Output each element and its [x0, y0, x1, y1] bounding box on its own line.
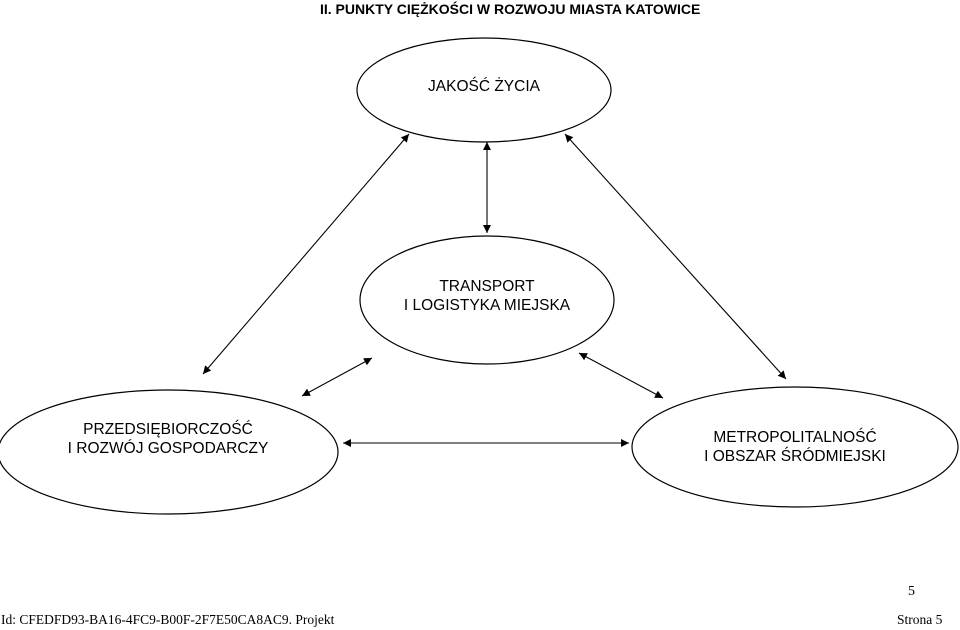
arrow-quality-metro: [564, 133, 787, 380]
footer-page-label: Strona 5: [897, 612, 943, 627]
arrow-quality-enterprise: [202, 133, 410, 375]
label-enterprise: PRZEDSIĘBIORCZOŚĆ I ROZWÓJ GOSPODARCZY: [68, 420, 269, 458]
label-transport: TRANSPORT I LOGISTYKA MIEJSKA: [404, 277, 570, 315]
label-enterprise-line1: PRZEDSIĘBIORCZOŚĆ: [83, 421, 253, 438]
node-metropolitan: [631, 386, 959, 508]
label-quality-of-life: JAKOŚĆ ŻYCIA: [428, 77, 540, 96]
node-enterprise: [0, 389, 339, 515]
label-metropolitan: METROPOLITALNOŚĆ I OBSZAR ŚRÓDMIEJSKI: [704, 428, 886, 466]
label-metro-line1: METROPOLITALNOŚĆ: [713, 429, 877, 446]
page-number: 5: [908, 584, 915, 599]
label-enterprise-line2: I ROZWÓJ GOSPODARCZY: [67, 440, 269, 457]
arrow-transport-enterprise: [301, 357, 373, 397]
label-transport-line1: TRANSPORT: [439, 278, 535, 295]
arrow-transport-metro: [578, 352, 664, 399]
label-quality-line1: JAKOŚĆ ŻYCIA: [428, 78, 540, 95]
label-metro-line2: I OBSZAR ŚRÓDMIEJSKI: [704, 448, 886, 465]
label-transport-line2: I LOGISTYKA MIEJSKA: [403, 297, 571, 314]
footer-document-id: Id: CFEDFD93-BA16-4FC9-B00F-2F7E50CA8AC9…: [1, 612, 335, 627]
page-heading: II. PUNKTY CIĘŻKOŚCI W ROZWOJU MIASTA KA…: [320, 1, 701, 17]
